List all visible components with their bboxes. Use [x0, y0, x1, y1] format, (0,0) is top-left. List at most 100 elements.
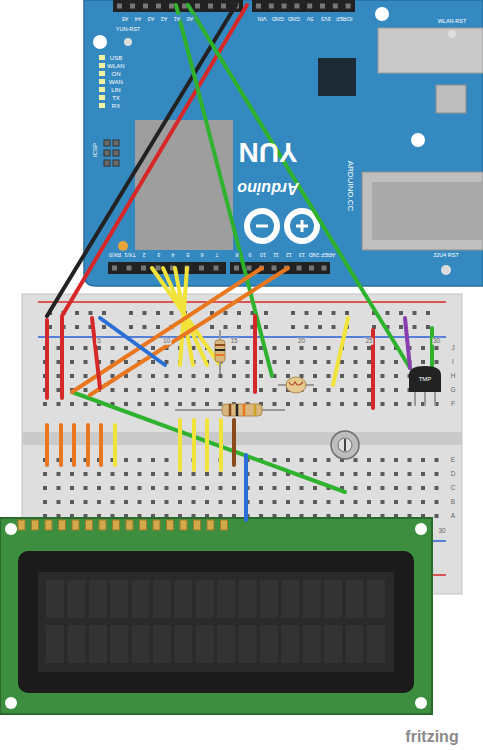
breadboard-hole [151, 500, 155, 504]
breadboard-hole [97, 472, 101, 476]
pin-label: A3 [147, 15, 156, 21]
arduino-board [372, 182, 483, 240]
breadboard-hole [354, 500, 358, 504]
jumper-wire [72, 425, 76, 465]
breadboard-hole [327, 458, 331, 462]
breadboard-hole [305, 311, 309, 315]
lcd-character-cell [303, 580, 321, 618]
button-label: 32U4 RST [432, 253, 460, 259]
board-logo-text: ARDUINO.CC [346, 161, 354, 212]
header-pin [99, 71, 105, 76]
header-pin [104, 150, 110, 156]
breadboard-hole [286, 374, 290, 378]
row-letter: B [450, 499, 456, 506]
led-label: WLAN [106, 63, 125, 69]
board-logo-text: YUN [238, 138, 297, 166]
header-pin [169, 4, 174, 9]
header-pin [113, 140, 119, 146]
photoresistor-symbol [286, 377, 306, 393]
photoresistor-symbol [278, 377, 314, 393]
lcd-character-cell [132, 580, 150, 618]
resistor-symbol [236, 404, 239, 416]
led-label: LIN [110, 87, 121, 93]
lcd-module [5, 523, 17, 535]
photoresistor-symbol [289, 382, 303, 385]
lcd-pin [126, 520, 133, 530]
header-pin [141, 266, 146, 271]
breadboard-hole [327, 360, 331, 364]
header-pin [99, 103, 105, 108]
breadboard-hole [57, 346, 61, 350]
breadboard-hole [111, 486, 115, 490]
lcd-character-cell [196, 625, 214, 663]
breadboard-hole [340, 388, 344, 392]
breadboard-hole [129, 311, 133, 315]
breadboard-hole [273, 458, 277, 462]
breadboard-hole [367, 458, 371, 462]
breadboard-hole [232, 486, 236, 490]
row-letter: H [450, 373, 457, 380]
led-label: TX [111, 95, 121, 101]
breadboard-hole [70, 402, 74, 406]
lcd-pin [18, 520, 228, 530]
breadboard-hole [224, 325, 228, 329]
breadboard-hole [102, 325, 106, 329]
breadboard [38, 301, 446, 303]
breadboard-hole [151, 346, 155, 350]
lcd-pin [72, 520, 79, 530]
breadboard-hole [408, 486, 412, 490]
lcd-character-cell [89, 580, 107, 618]
arduino-board [448, 30, 456, 38]
breadboard-hole [340, 500, 344, 504]
breadboard-hole [367, 374, 371, 378]
pin-label: 13 [298, 251, 306, 257]
pin-label: IOREF [335, 15, 354, 21]
breadboard-hole [394, 374, 398, 378]
breadboard-hole [205, 402, 209, 406]
pin-label: 11 [272, 251, 280, 257]
breadboard-hole [178, 402, 182, 406]
breadboard-hole [408, 402, 412, 406]
jumper-wire [253, 316, 257, 392]
breadboard-hole [259, 360, 263, 364]
header-pin [130, 4, 135, 9]
breadboard-hole [435, 500, 439, 504]
lcd-module [5, 697, 17, 709]
breadboard-hole [43, 486, 47, 490]
arduino-board [411, 133, 425, 147]
breadboard-hole [354, 486, 358, 490]
lcd-pin [221, 520, 228, 530]
lcd-pin [194, 520, 201, 530]
potentiometer-symbol [344, 439, 346, 451]
breadboard-hole [138, 374, 142, 378]
led-label: WAN [108, 79, 124, 85]
breadboard-hole [219, 472, 223, 476]
arduino-board [118, 241, 128, 251]
breadboard-hole [143, 311, 147, 315]
breadboard-hole [111, 346, 115, 350]
breadboard-hole [300, 360, 304, 364]
lcd-pin [32, 520, 39, 530]
header-pin [99, 95, 105, 100]
breadboard-hole [394, 402, 398, 406]
breadboard-hole [111, 472, 115, 476]
potentiometer-symbol [338, 438, 352, 452]
jumper-wire [100, 318, 165, 365]
breadboard-hole [367, 402, 371, 406]
arduino-board [287, 211, 317, 241]
led-label: ON [111, 71, 122, 77]
breadboard-hole [421, 486, 425, 490]
breadboard-hole [332, 311, 336, 315]
arduino-board [84, 0, 483, 286]
breadboard-hole [313, 346, 317, 350]
breadboard-hole [381, 402, 385, 406]
column-number: 5 [96, 338, 102, 345]
breadboard-hole [354, 472, 358, 476]
breadboard-hole [43, 472, 47, 476]
arduino-board [301, 220, 304, 232]
lcd-pin [59, 520, 66, 530]
breadboard-hole [165, 486, 169, 490]
header-pin [195, 4, 200, 9]
breadboard-hole [84, 360, 88, 364]
breadboard-hole [102, 311, 106, 315]
